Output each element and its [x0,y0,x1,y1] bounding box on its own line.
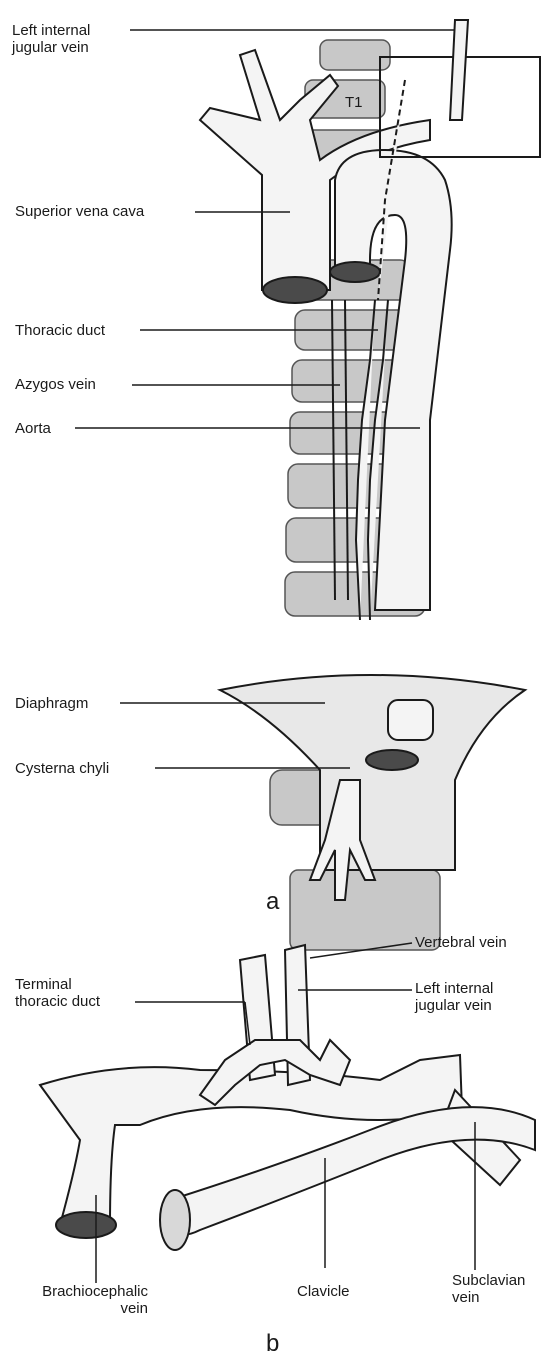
label-left-internal-jugular-vein-a: Left internal jugular vein [12,22,90,56]
diaphragm [220,675,525,870]
panel-b-caption: b [266,1330,279,1358]
clavicle [170,1107,535,1235]
label-brachiocephalic-vein: Brachiocephalic vein [8,1283,148,1317]
label-clavicle: Clavicle [297,1283,350,1300]
label-cysterna-chyli: Cysterna chyli [15,760,109,777]
label-diaphragm: Diaphragm [15,695,88,712]
label-aorta: Aorta [15,420,51,437]
label-left-internal-jugular-vein-b: Left internal jugular vein [415,980,493,1014]
label-terminal-thoracic-duct: Terminal thoracic duct [15,976,100,1010]
label-subclavian-vein: Subclavian vein [452,1272,525,1306]
label-thoracic-duct: Thoracic duct [15,322,105,339]
label-vertebral-vein: Vertebral vein [415,934,507,951]
vertebra-t1-label: T1 [345,94,363,111]
label-superior-vena-cava: Superior vena cava [15,203,144,220]
panel-a-caption: a [266,888,279,916]
panel-a-drawing: T1 [75,20,540,950]
label-azygos-vein: Azygos vein [15,376,96,393]
